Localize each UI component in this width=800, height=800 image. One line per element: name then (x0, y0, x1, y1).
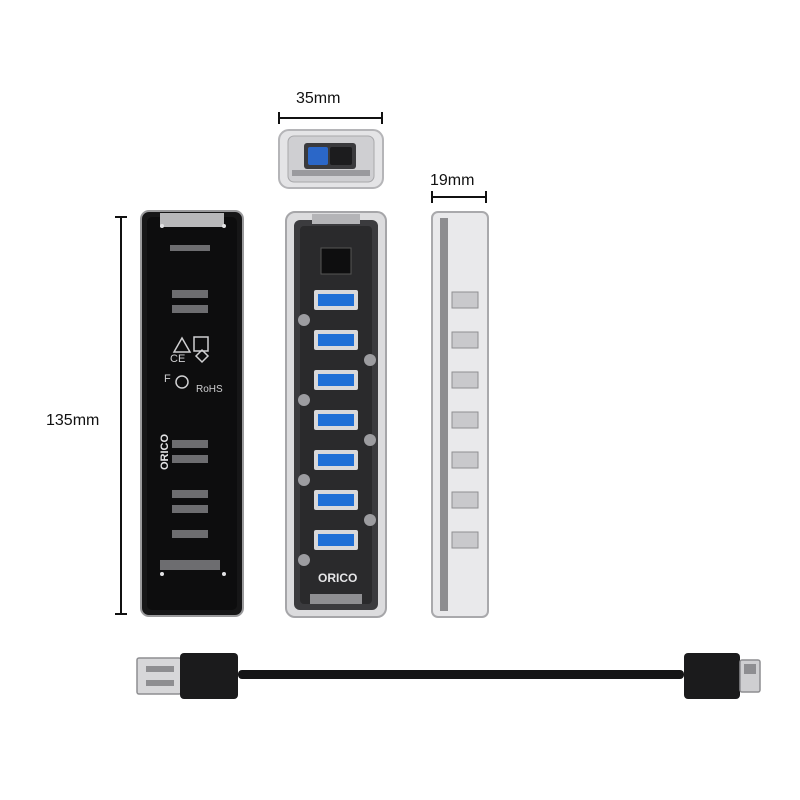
svg-text:CE: CE (170, 353, 185, 365)
back-brand-logo: ORICO (159, 434, 171, 471)
standoff-marker (298, 554, 310, 566)
usb-cable (136, 653, 761, 699)
side-port-profile (451, 451, 479, 469)
standoff-marker (298, 474, 310, 486)
hub-side-view (431, 211, 489, 618)
side-port-profile (451, 331, 479, 349)
usb-port-tongue (318, 454, 354, 466)
side-depth-label: 19mm (430, 172, 475, 189)
usb-port-tongue (318, 294, 354, 306)
usb-port-tongue (318, 494, 354, 506)
hub-front-view: ORICO (285, 211, 387, 618)
svg-text:RoHS: RoHS (196, 384, 223, 395)
height-label: 135mm (46, 412, 100, 429)
usb-port-tongue (318, 414, 354, 426)
usb-port-tongue (318, 374, 354, 386)
side-port-profile (451, 291, 479, 309)
side-port-profile (451, 491, 479, 509)
side-port-profile (451, 371, 479, 389)
top-width-label: 35mm (296, 90, 341, 107)
dimension-bracket-top (278, 112, 383, 124)
standoff-marker (364, 354, 376, 366)
usb-port-tongue (318, 534, 354, 546)
dimension-bracket-side (431, 191, 487, 203)
hub-back-view: CE RoHS F ORICO (140, 210, 244, 617)
side-port-profile (451, 531, 479, 549)
side-port-profiles (451, 291, 479, 549)
dimension-bracket-height (115, 216, 127, 615)
side-port-profile (451, 411, 479, 429)
standoff-marker (364, 434, 376, 446)
standoff-marker (298, 394, 310, 406)
standoff-marker (364, 514, 376, 526)
usb-a-plug (136, 657, 182, 695)
svg-text:F: F (164, 373, 171, 385)
hub-top-view (278, 129, 384, 189)
usb-port-column (298, 290, 376, 566)
standoff-marker (298, 314, 310, 326)
front-brand-logo: ORICO (318, 571, 357, 585)
usb-port-tongue (318, 334, 354, 346)
